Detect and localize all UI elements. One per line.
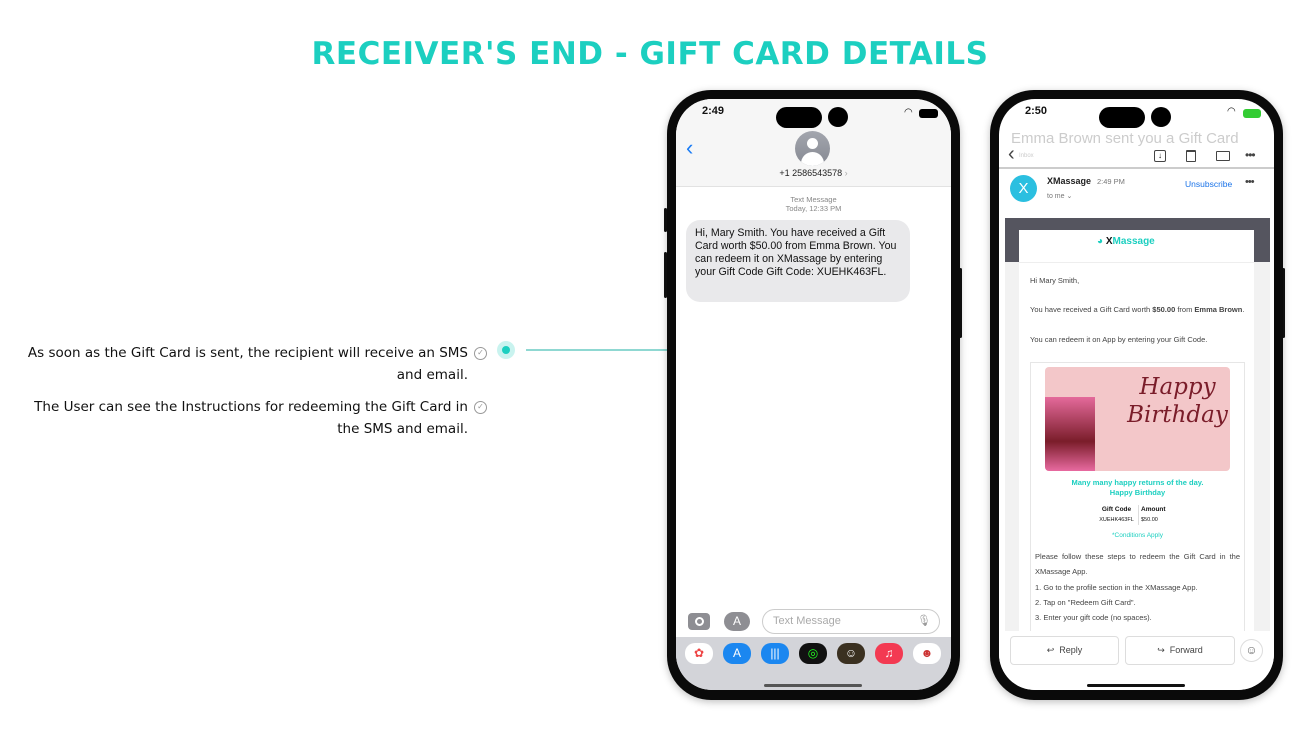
stickers-icon[interactable]: ☻ (913, 643, 941, 664)
redeem-text: You can redeem it on App by entering you… (1030, 335, 1208, 344)
page-title: RECEIVER'S END - GIFT CARD DETAILS (311, 36, 989, 72)
sender-name: XMassage (1047, 176, 1092, 186)
back-icon[interactable]: ‹ (1008, 143, 1015, 165)
app-store-icon[interactable]: A (724, 612, 750, 631)
more-icon[interactable]: ••• (1245, 148, 1256, 162)
mark-unread-icon[interactable] (1216, 151, 1230, 161)
recipient-toggle[interactable]: to me ⌄ (1047, 193, 1073, 200)
camera-icon[interactable] (688, 613, 710, 630)
photos-app-icon[interactable]: ✿ (685, 643, 713, 664)
connector-dot (497, 341, 515, 359)
email-subject: Emma Brown sent you a Gift Card (1011, 130, 1239, 147)
music-icon[interactable]: ♫ (875, 643, 903, 664)
app-store-app-icon[interactable]: A (723, 643, 751, 664)
sent-time: 2:49 PM (1097, 177, 1125, 186)
unsubscribe-link[interactable]: Unsubscribe (1185, 179, 1233, 189)
step-item: 1. Go to the profile section in the XMas… (1035, 583, 1198, 592)
home-indicator (1087, 684, 1185, 687)
status-time: 2:49 (702, 105, 725, 117)
sender-avatar: X (1010, 175, 1037, 202)
wish-line: Many many happy returns of the day. (1071, 478, 1204, 487)
message-type: Text Message (790, 195, 837, 204)
brand-logo: ◕ XMassage (1097, 236, 1155, 247)
step-item: 3. Enter your gift code (no spaces). (1035, 613, 1152, 622)
activity-icon[interactable]: ◎ (799, 643, 827, 664)
wish-line: Happy Birthday (1109, 488, 1166, 497)
wifi-icon: ◠ (1227, 106, 1236, 117)
message-bubble: Hi, Mary Smith. You have received a Gift… (686, 220, 910, 302)
connector-line (526, 349, 667, 351)
home-indicator (764, 684, 862, 687)
reply-button[interactable]: ↩ Reply (1010, 636, 1119, 665)
message-input[interactable]: Text Message🎙 (762, 609, 940, 634)
conditions-link[interactable]: *Conditions Apply (1112, 532, 1163, 539)
archive-icon[interactable]: ↓ (1154, 150, 1166, 162)
note-instructions: The User can see the Instructions for re… (34, 399, 468, 437)
contact-number[interactable]: +1 2586543578 › (779, 168, 848, 178)
step-item: 2. Tap on "Redeem Gift Card". (1035, 598, 1136, 607)
contact-avatar[interactable] (795, 131, 830, 166)
email-phone: 2:50 ◠ Emma Brown sent you a Gift Card ‹… (990, 90, 1283, 700)
more-options-icon[interactable]: ••• (1245, 176, 1255, 188)
message-date: Today, 12:33 PM (785, 204, 842, 213)
steps-intro: Please follow these steps to redeem the … (1035, 552, 1240, 576)
wifi-icon: ◠ (904, 107, 913, 118)
battery-icon (919, 109, 938, 118)
audio-icon[interactable]: ||| (761, 643, 789, 664)
emoji-reaction-button[interactable]: ☺ (1240, 639, 1263, 662)
amount-cell: Amount$50.00 (1141, 506, 1166, 523)
battery-icon (1243, 109, 1261, 118)
delete-icon[interactable] (1186, 150, 1196, 162)
back-label: Inbox (1019, 153, 1034, 159)
forward-button[interactable]: ↪ Forward (1125, 636, 1235, 665)
check-icon: ✓ (474, 347, 487, 360)
note-sms-email: As soon as the Gift Card is sent, the re… (27, 345, 468, 383)
sms-phone: 2:49 ◠ ‹ +1 2586543578 › Text Message To… (667, 90, 960, 700)
status-time: 2:50 (1025, 105, 1048, 117)
memoji-icon[interactable]: ☺ (837, 643, 865, 664)
check-icon: ✓ (474, 401, 487, 414)
back-icon[interactable]: ‹ (686, 135, 694, 160)
gift-received-text: You have received a Gift Card worth $50.… (1030, 305, 1245, 314)
greeting: Hi Mary Smith, (1030, 276, 1080, 285)
